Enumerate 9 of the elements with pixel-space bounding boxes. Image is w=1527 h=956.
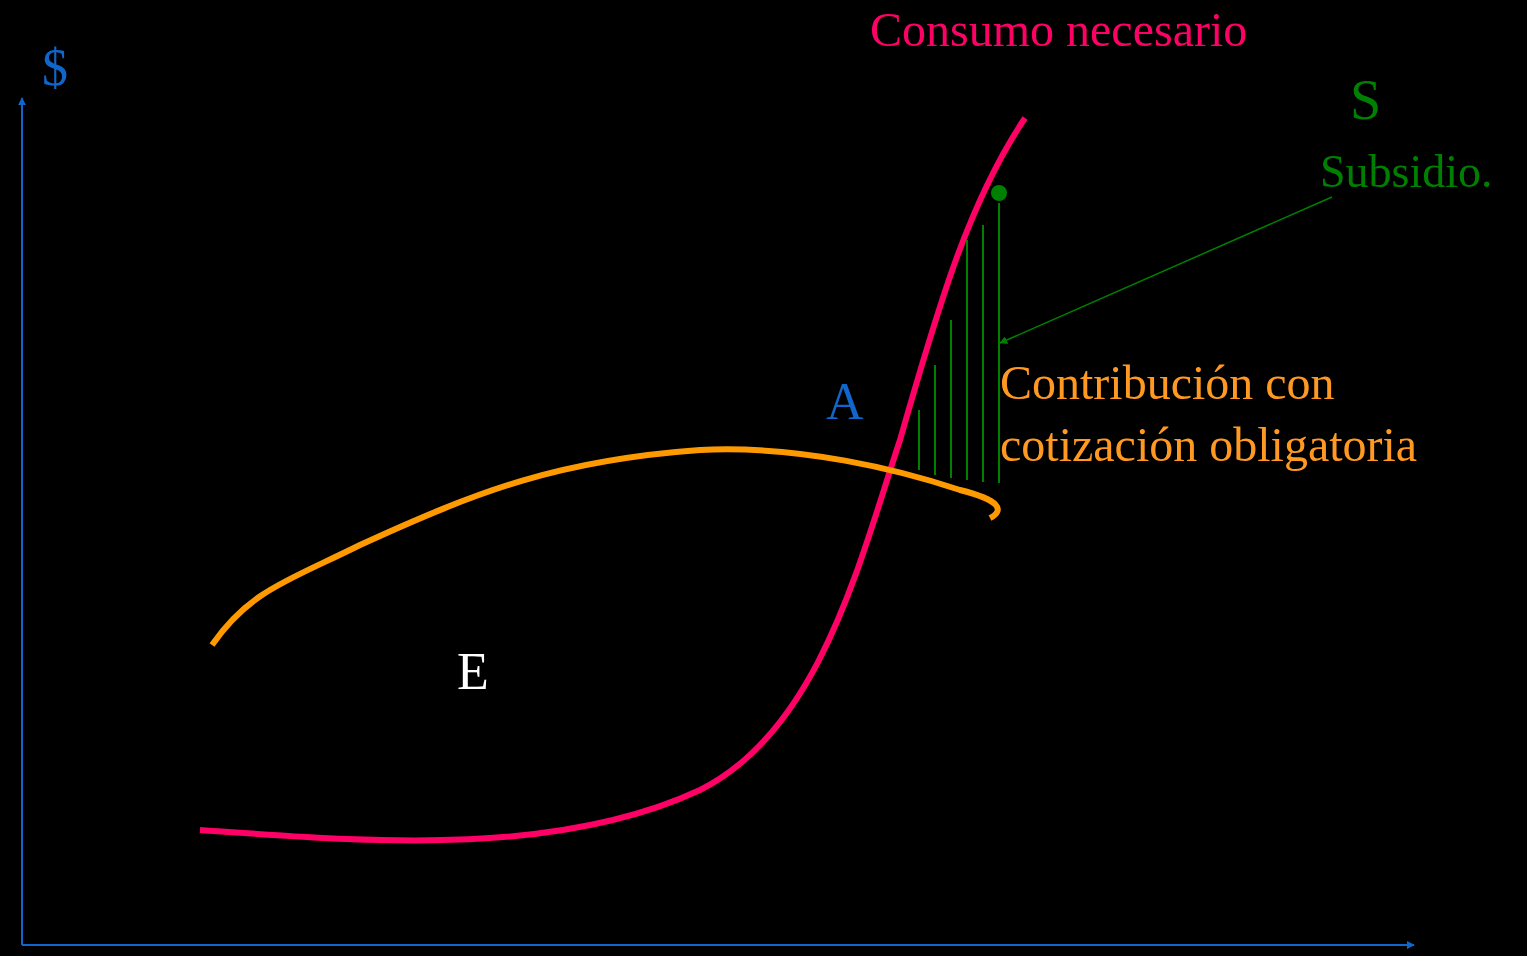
point-label: S bbox=[1350, 68, 1382, 133]
annotation-text: Contribución con cotización obligatoria bbox=[1000, 355, 1419, 474]
axis-label: $ bbox=[42, 38, 68, 98]
area-label: E bbox=[457, 642, 489, 702]
annotation-text: Subsidio. bbox=[1320, 146, 1493, 199]
curve-label: Consumo necesario bbox=[870, 2, 1248, 58]
leader-line bbox=[999, 196, 1333, 344]
point-label: A bbox=[826, 372, 864, 432]
subsidy-line bbox=[998, 202, 1000, 484]
